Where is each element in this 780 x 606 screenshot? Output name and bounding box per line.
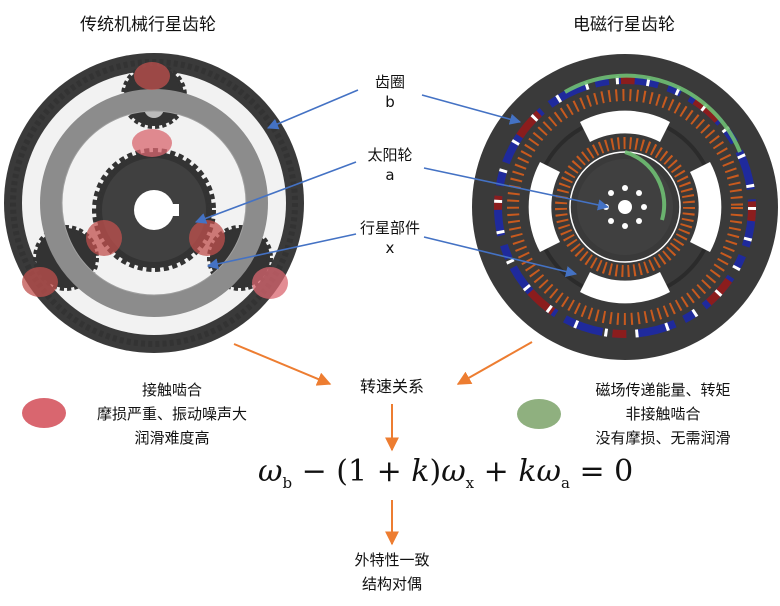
mechanical-desc-line-2: 摩损严重、振动噪声大 bbox=[96, 405, 247, 423]
contact-meshing-zones bbox=[22, 62, 288, 299]
label-ring-name: 齿圈 bbox=[374, 73, 405, 91]
stator-slots bbox=[528, 110, 722, 304]
label-sun-symbol: a bbox=[385, 166, 395, 184]
mechanical-description: 接触啮合 摩损严重、振动噪声大 润滑难度高 bbox=[62, 378, 282, 450]
sun-gear bbox=[92, 148, 216, 272]
label-sun-gear: 太阳轮 a bbox=[340, 145, 440, 185]
mechanical-planetary-gear bbox=[4, 53, 304, 353]
mechanical-desc-line-1: 接触啮合 bbox=[141, 381, 202, 399]
contact-legend-dot bbox=[22, 398, 66, 428]
result-text: 外特性一致 结构对偶 bbox=[330, 548, 454, 596]
result-line-1: 外特性一致 bbox=[354, 551, 430, 569]
result-line-2: 结构对偶 bbox=[361, 575, 422, 593]
title-mechanical: 传统机械行星齿轮 bbox=[80, 15, 216, 35]
noncontact-field-path bbox=[564, 73, 742, 221]
electromagnetic-desc-line-2: 非接触啮合 bbox=[625, 405, 701, 423]
noncontact-legend-dot bbox=[517, 399, 561, 429]
label-planet-name: 行星部件 bbox=[359, 219, 420, 237]
mechanical-desc-line-3: 润滑难度高 bbox=[134, 429, 210, 447]
label-ring-gear: 齿圈 b bbox=[340, 72, 440, 112]
speed-relation: 转速关系 bbox=[359, 377, 424, 396]
electromagnetic-desc-line-3: 没有摩损、无需润滑 bbox=[595, 429, 731, 447]
flow-arrows bbox=[233, 341, 533, 546]
title-electromagnetic: 电磁行星齿轮 bbox=[573, 15, 675, 35]
planet-carrier-ring bbox=[40, 89, 268, 317]
electromagnetic-desc-line-1: 磁场传递能量、转矩 bbox=[595, 381, 731, 399]
label-planet-carrier: 行星部件 x bbox=[340, 218, 440, 258]
electromagnetic-planetary-gear bbox=[472, 54, 778, 360]
electromagnetic-description: 磁场传递能量、转矩 非接触啮合 没有摩损、无需润滑 bbox=[558, 378, 768, 450]
label-arrows bbox=[194, 89, 610, 278]
label-ring-symbol: b bbox=[385, 93, 395, 111]
speed-formula: ωb − (1 + k)ωx + kωa = 0 bbox=[258, 454, 634, 492]
label-sun-name: 太阳轮 bbox=[367, 146, 413, 164]
label-planet-symbol: x bbox=[385, 239, 395, 257]
